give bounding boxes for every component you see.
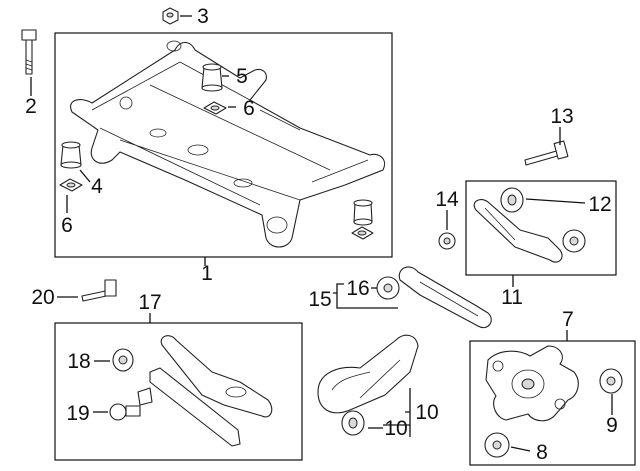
bolt-icon — [81, 279, 117, 302]
bushing-icon — [112, 348, 134, 372]
callout-5: 5 — [236, 65, 248, 88]
knuckle-icon — [485, 345, 579, 422]
callout-1: 1 — [201, 262, 213, 285]
callout-6-lower: 6 — [61, 214, 73, 237]
bolt-icon — [524, 140, 569, 166]
callout-4: 4 — [91, 175, 103, 198]
callout-3: 3 — [197, 5, 209, 28]
bracket-icon — [137, 387, 153, 406]
control-arm-icon — [149, 335, 273, 447]
trailing-arm-icon — [317, 334, 419, 414]
bushing-icon — [201, 63, 223, 92]
callout-19: 18 — [67, 350, 90, 373]
callout-10: 10 — [415, 401, 438, 424]
callout-2: 2 — [25, 95, 37, 118]
control-arm-icon — [473, 199, 563, 263]
callout-13: 12 — [588, 193, 611, 216]
upper-arm-group-box — [465, 180, 617, 276]
callout-18: 17 — [138, 291, 161, 314]
washer-icon — [203, 101, 227, 115]
callout-21: 20 — [31, 286, 54, 309]
washer-icon — [59, 178, 83, 192]
crossmember-icon — [70, 40, 386, 248]
callout-7: 7 — [562, 308, 574, 331]
nut-icon — [162, 7, 179, 25]
callout-9: 9 — [606, 414, 618, 437]
callout-17: 16 — [346, 277, 369, 300]
washer-icon — [438, 232, 456, 250]
callout-12: 11 — [501, 286, 523, 309]
callout-8: 8 — [536, 441, 548, 464]
callout-6-upper: 6 — [243, 97, 255, 120]
link-icon — [398, 266, 492, 329]
callout-20: 19 — [66, 402, 89, 425]
washer-icon — [351, 226, 374, 240]
bolt-icon — [21, 29, 37, 75]
bushing-icon — [500, 187, 586, 253]
callout-11: 10 — [384, 417, 407, 440]
callout-14: 13 — [550, 105, 573, 128]
bushing-icon — [484, 368, 623, 458]
leader-lines — [30, 15, 613, 452]
bushing-icon — [341, 410, 365, 436]
bushing-icon — [376, 276, 400, 300]
callout-15: 14 — [435, 188, 459, 211]
bushing-icon — [353, 199, 373, 226]
bolt-icon — [109, 403, 141, 421]
callout-16: 15 — [308, 288, 331, 311]
bushing-icon — [60, 141, 82, 169]
